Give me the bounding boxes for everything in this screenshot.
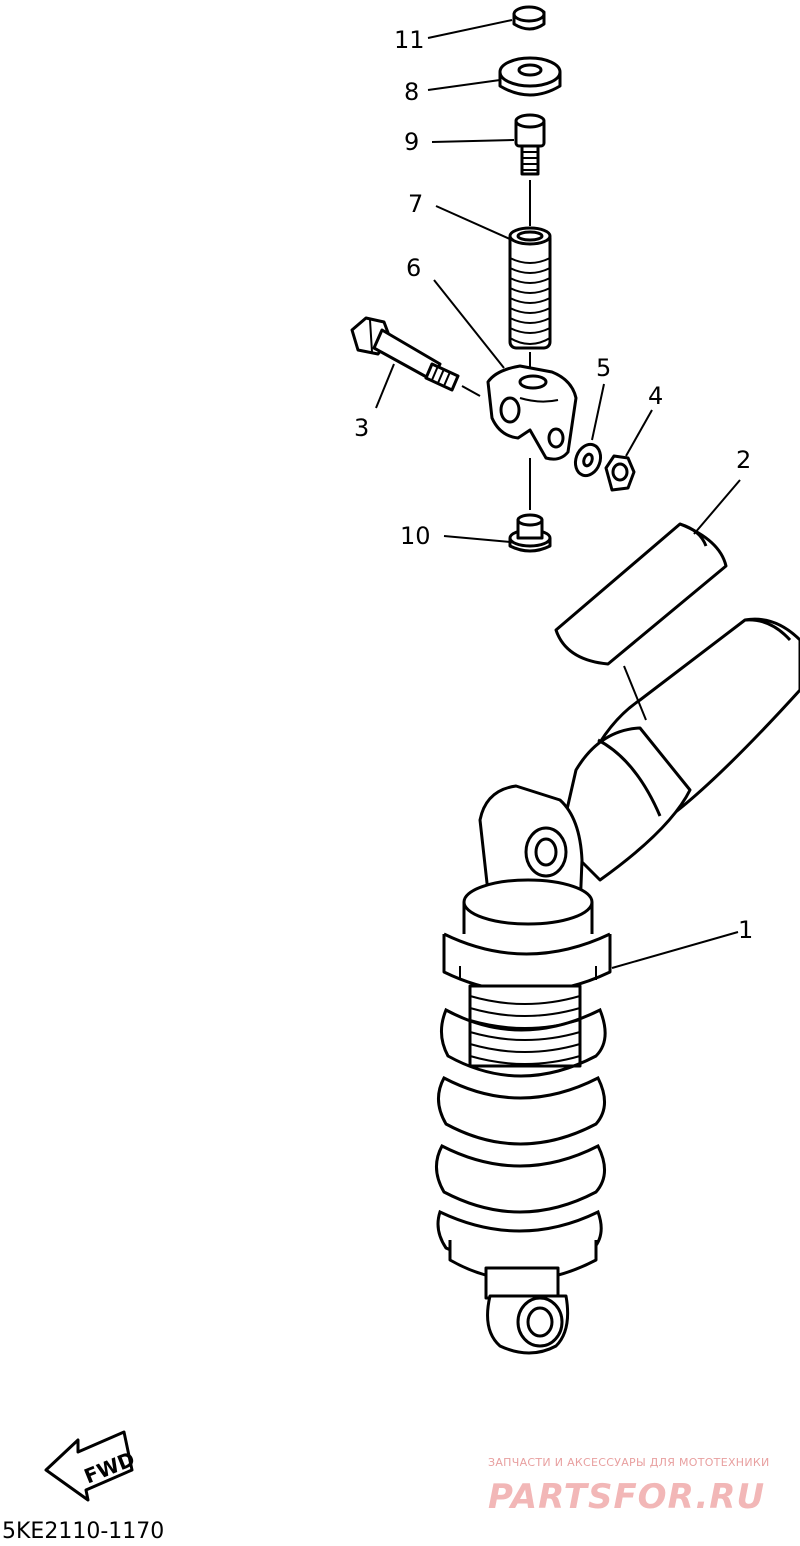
- leader-1: [611, 931, 739, 969]
- diagram-code: 5KE2110-1170: [2, 1519, 164, 1544]
- callout-10: 10: [400, 522, 431, 550]
- leader-2b: [623, 665, 647, 721]
- callout-3: 3: [354, 414, 369, 442]
- callout-11: 11: [394, 26, 425, 54]
- leader-9: [431, 139, 515, 143]
- part-8-collar[interactable]: [498, 56, 562, 97]
- leader-4: [625, 409, 653, 457]
- leader-10: [443, 535, 511, 543]
- callout-4: 4: [648, 382, 663, 410]
- callout-9: 9: [404, 128, 419, 156]
- leader-8: [427, 79, 501, 91]
- bolt-axis: [461, 385, 481, 397]
- part-4-nut[interactable]: [604, 454, 636, 492]
- part-3-bolt[interactable]: [350, 316, 460, 392]
- leader-11: [427, 19, 513, 39]
- part-5-washer[interactable]: [571, 441, 604, 479]
- leader-6: [433, 279, 505, 369]
- leader-5: [591, 383, 605, 441]
- leader-7: [435, 205, 513, 241]
- part-11-cap[interactable]: [512, 5, 546, 31]
- leader-2: [693, 479, 741, 535]
- callout-6: 6: [406, 254, 421, 282]
- callout-1: 1: [738, 916, 753, 944]
- part-1-shock-absorber[interactable]: [435, 726, 692, 1355]
- part-9-bolt[interactable]: [514, 113, 546, 176]
- callout-7: 7: [408, 190, 423, 218]
- callout-5: 5: [596, 354, 611, 382]
- callout-2: 2: [736, 446, 751, 474]
- callout-8: 8: [404, 78, 419, 106]
- watermark-brand: PARTSFOR.RU: [488, 1477, 765, 1517]
- part-6-bracket[interactable]: [486, 364, 578, 461]
- part-7-bushing[interactable]: [508, 226, 552, 350]
- watermark-tagline: ЗАПЧАСТИ И АКСЕССУАРЫ ДЛЯ МОТОТЕХНИКИ: [488, 1456, 770, 1469]
- fwd-arrow-icon: FWD: [44, 1430, 138, 1502]
- part-10-collar[interactable]: [508, 513, 552, 553]
- leader-3: [375, 363, 395, 409]
